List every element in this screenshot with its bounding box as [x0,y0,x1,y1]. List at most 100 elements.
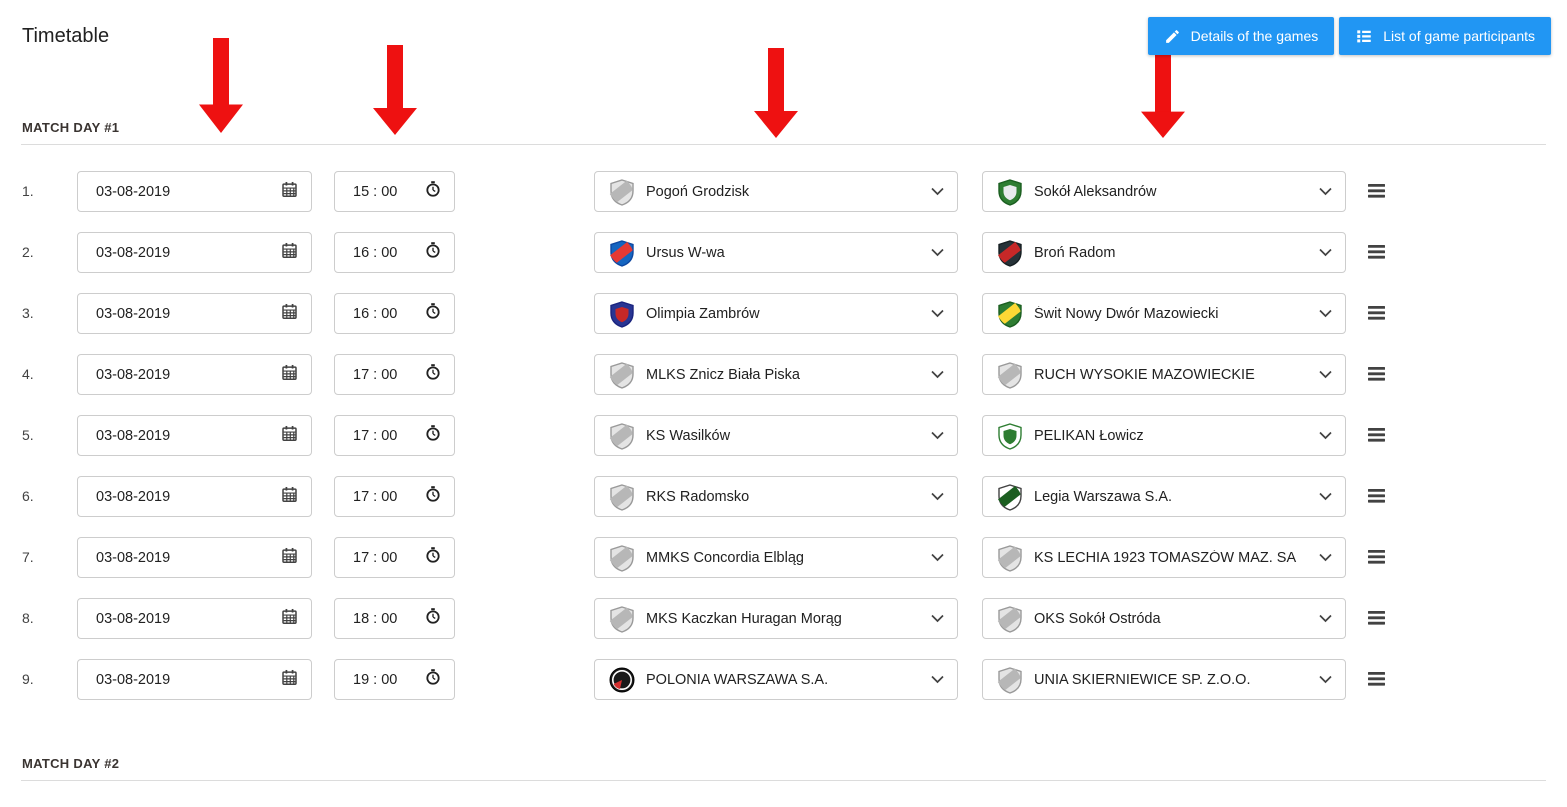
match-row: 3. 03-08-2019 16 : 00 [0,293,1567,334]
home-team-select[interactable]: Ursus W-wa [594,232,958,273]
time-input[interactable]: 17 : 00 [334,537,455,578]
chevron-down-icon [931,431,944,440]
home-team-logo [608,666,636,694]
chevron-down-icon [1319,675,1332,684]
clock-icon[interactable] [424,668,442,691]
chevron-down-icon [931,187,944,196]
away-team-select[interactable]: Legia Warszawa S.A. [982,476,1346,517]
away-team-logo [996,665,1024,694]
time-input-value: 19 : 00 [353,671,398,688]
drag-handle-icon[interactable] [1368,550,1385,564]
time-input[interactable]: 15 : 00 [334,171,455,212]
date-input[interactable]: 03-08-2019 [77,415,312,456]
calendar-icon[interactable] [280,180,299,204]
date-input-value: 03-08-2019 [96,244,171,261]
away-team-select[interactable]: OKS Sokół Ostróda [982,598,1346,639]
calendar-icon[interactable] [280,485,299,509]
red-arrow-annotation-away-team-column [1141,50,1185,138]
time-input[interactable]: 17 : 00 [334,476,455,517]
clock-icon[interactable] [424,180,442,203]
calendar-icon[interactable] [280,302,299,326]
chevron-down-icon [931,309,944,318]
time-input[interactable]: 17 : 00 [334,354,455,395]
drag-handle-icon[interactable] [1368,306,1385,320]
date-input[interactable]: 03-08-2019 [77,659,312,700]
date-input-value: 03-08-2019 [96,305,171,322]
drag-handle-icon[interactable] [1368,489,1385,503]
away-team-name: RUCH WYSOKIE MAZOWIECKIE [1034,366,1255,383]
chevron-down-icon [931,675,944,684]
date-input[interactable]: 03-08-2019 [77,598,312,639]
time-input[interactable]: 18 : 00 [334,598,455,639]
home-team-name: RKS Radomsko [646,488,750,505]
away-team-logo [996,604,1024,633]
match-row: 4. 03-08-2019 17 : 00 [0,354,1567,395]
chevron-down-icon [1319,553,1332,562]
clock-icon[interactable] [424,302,442,325]
drag-handle-icon[interactable] [1368,367,1385,381]
date-input[interactable]: 03-08-2019 [77,171,312,212]
home-team-select[interactable]: MKS Kaczkan Huragan Morąg [594,598,958,639]
clock-icon[interactable] [424,485,442,508]
chevron-down-icon [931,492,944,501]
date-input[interactable]: 03-08-2019 [77,537,312,578]
home-team-select[interactable]: POLONIA WARSZAWA S.A. [594,659,958,700]
row-number: 4. [22,366,34,382]
date-input[interactable]: 03-08-2019 [77,232,312,273]
calendar-icon[interactable] [280,607,299,631]
calendar-icon[interactable] [280,424,299,448]
drag-handle-icon[interactable] [1368,184,1385,198]
drag-handle-icon[interactable] [1368,245,1385,259]
time-input[interactable]: 17 : 00 [334,415,455,456]
date-input-value: 03-08-2019 [96,488,171,505]
time-input[interactable]: 19 : 00 [334,659,455,700]
clock-icon[interactable] [424,607,442,630]
home-team-name: MMKS Concordia Elbląg [646,549,804,566]
away-team-logo [996,299,1024,328]
away-team-select[interactable]: Sokół Aleksandrów [982,171,1346,212]
time-input[interactable]: 16 : 00 [334,232,455,273]
time-input-value: 18 : 00 [353,610,398,627]
away-team-select[interactable]: RUCH WYSOKIE MAZOWIECKIE [982,354,1346,395]
matchday-sections: MATCH DAY #1 1. 03-08-2019 15 : 00 [0,120,1567,807]
chevron-down-icon [931,553,944,562]
away-team-select[interactable]: Broń Radom [982,232,1346,273]
date-input-value: 03-08-2019 [96,427,171,444]
away-team-name: Sokół Aleksandrów [1034,183,1157,200]
home-team-select[interactable]: KS Wasilków [594,415,958,456]
away-team-select[interactable]: UNIA SKIERNIEWICE SP. Z.O.O. [982,659,1346,700]
date-input[interactable]: 03-08-2019 [77,476,312,517]
away-team-name: Broń Radom [1034,244,1116,261]
home-team-select[interactable]: MMKS Concordia Elbląg [594,537,958,578]
away-team-select[interactable]: PELIKAN Łowicz [982,415,1346,456]
home-team-logo [608,543,636,572]
home-team-logo [608,177,636,206]
time-input-value: 17 : 00 [353,488,398,505]
date-input[interactable]: 03-08-2019 [77,354,312,395]
home-team-select[interactable]: Olimpia Zambrów [594,293,958,334]
clock-icon[interactable] [424,241,442,264]
time-input[interactable]: 16 : 00 [334,293,455,334]
clock-icon[interactable] [424,424,442,447]
home-team-select[interactable]: RKS Radomsko [594,476,958,517]
clock-icon[interactable] [424,363,442,386]
calendar-icon[interactable] [280,363,299,387]
list-of-participants-button[interactable]: List of game participants [1339,17,1551,55]
calendar-icon[interactable] [280,668,299,692]
time-input-value: 17 : 00 [353,366,398,383]
date-input[interactable]: 03-08-2019 [77,293,312,334]
home-team-select[interactable]: MLKS Znicz Biała Piska [594,354,958,395]
details-of-games-button[interactable]: Details of the games [1147,17,1335,55]
drag-handle-icon[interactable] [1368,611,1385,625]
away-team-select[interactable]: Świt Nowy Dwór Mazowiecki [982,293,1346,334]
calendar-icon[interactable] [280,241,299,265]
home-team-select[interactable]: Pogoń Grodzisk [594,171,958,212]
drag-handle-icon[interactable] [1368,428,1385,442]
list-icon [1355,27,1373,45]
clock-icon[interactable] [424,546,442,569]
drag-handle-icon[interactable] [1368,672,1385,686]
away-team-select[interactable]: KS LECHIA 1923 TOMASZÓW MAZ. SA [982,537,1346,578]
matchday-label: MATCH DAY #1 [22,120,120,135]
calendar-icon[interactable] [280,546,299,570]
matchday-label: MATCH DAY #2 [22,756,120,771]
